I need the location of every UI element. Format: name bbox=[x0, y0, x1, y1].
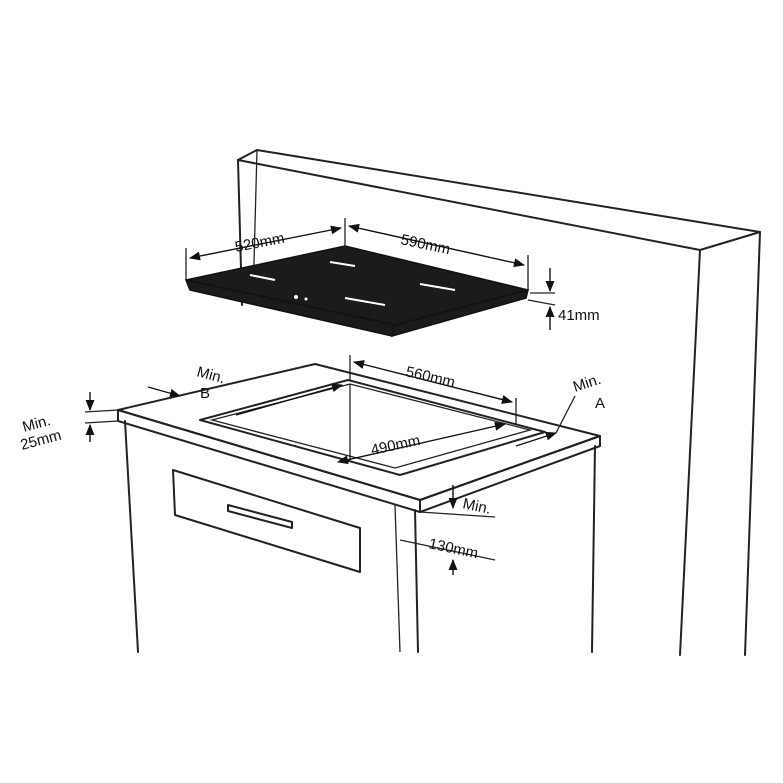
drawer bbox=[172, 469, 361, 573]
label-clearance-130mm: 130mm bbox=[427, 535, 479, 562]
label-min-a-2: A bbox=[595, 395, 605, 412]
label-490mm: 490mm bbox=[369, 432, 421, 459]
label-clearance-min: Min. bbox=[461, 495, 492, 518]
label-min-a-1: Min. bbox=[571, 371, 603, 396]
tall-cabinet bbox=[237, 149, 761, 656]
label-41mm: 41mm bbox=[558, 307, 600, 324]
label-worktop-min-1: Min. bbox=[21, 412, 53, 436]
base-cabinet bbox=[117, 363, 601, 653]
hob bbox=[184, 245, 530, 338]
label-min-b-1: Min. bbox=[195, 363, 227, 387]
label-min-b-2: B bbox=[200, 385, 210, 402]
label-520mm: 520mm bbox=[234, 230, 286, 256]
label-590mm: 590mm bbox=[399, 231, 451, 258]
dimension-lines bbox=[84, 218, 576, 575]
label-560mm: 560mm bbox=[404, 363, 457, 391]
